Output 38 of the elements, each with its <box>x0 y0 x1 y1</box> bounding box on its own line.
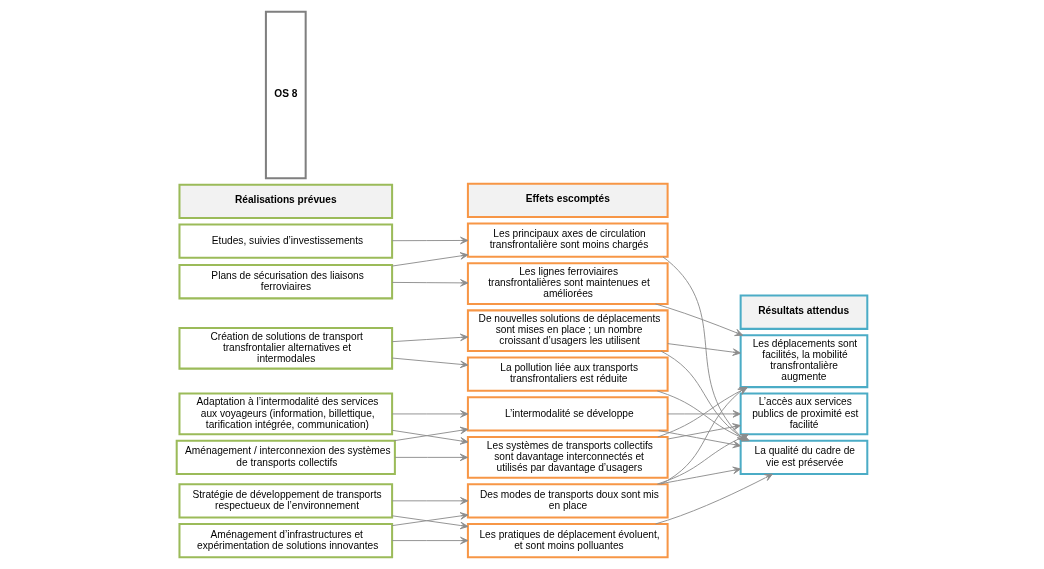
node-box: Aménagement / interconnexion des systèmes de transports collectifs <box>175 439 396 476</box>
node-box: Des modes de transports doux sont mis en place <box>466 483 669 519</box>
arrow <box>391 236 469 245</box>
node-box: Etudes, suivies d’investissements <box>178 223 394 259</box>
node-box: Création de solutions de transport transfrontalier alternatives et intermodales <box>178 326 394 370</box>
node-box: La qualité du cadre de vie est préservée <box>739 439 869 476</box>
arrow <box>391 357 469 369</box>
node-box: Aménagement d’infrastructures et expérimentation de solutions innovantes <box>178 522 394 559</box>
arrow <box>667 343 741 356</box>
arrow <box>655 303 744 337</box>
node-box: Plans de sécurisation des liaisons ferroviaires <box>178 264 394 300</box>
arrow <box>658 466 742 485</box>
node-box: Les déplacements sont facilités, la mobilité transfrontalière augmente <box>739 334 869 389</box>
node-box: Les systèmes de transports collectifs sont davantage interconnectés et utilisés par davantage d’usagers <box>466 436 669 479</box>
arrow <box>391 333 469 343</box>
node-box: De nouvelles solutions de déplacements sont mises en place ; un nombre croissant d’usagers les utilisent <box>466 309 669 353</box>
node-box: Résultats attendus <box>739 294 869 330</box>
arrow <box>391 252 469 267</box>
arrow <box>394 453 468 462</box>
arrow <box>391 536 469 545</box>
arrow <box>658 430 742 449</box>
node-box: OS 8 <box>264 10 307 180</box>
node-box: Effets escomptés <box>466 182 669 219</box>
node-box: Stratégie de développement de transports respectueux de l’environnement <box>178 483 394 519</box>
node-box: Les lignes ferroviaires transfrontalières sont maintenues et améliorées <box>466 262 669 305</box>
node-box: Les principaux axes de circulation transfrontalière sont moins chargés <box>466 222 669 258</box>
arrow <box>667 410 741 418</box>
node-box: Réalisations prévues <box>178 183 394 219</box>
node-box: L’intermodalité se développe <box>466 396 669 432</box>
arrow <box>667 423 741 440</box>
arrow <box>391 279 469 287</box>
arrow <box>391 410 469 418</box>
arrow <box>655 473 773 525</box>
node-box: Adaptation à l’intermodalité des services aux voyageurs (information, billettique, tarification intégrée, communication) <box>178 392 394 436</box>
arrow <box>391 497 469 505</box>
node-box: La pollution liée aux transports transfrontaliers est réduite <box>466 356 669 392</box>
node-box: Les pratiques de déplacement évoluent, et sont moins polluantes <box>466 522 669 559</box>
node-box: L’accès aux services publics de proximité est facilité <box>739 392 869 436</box>
